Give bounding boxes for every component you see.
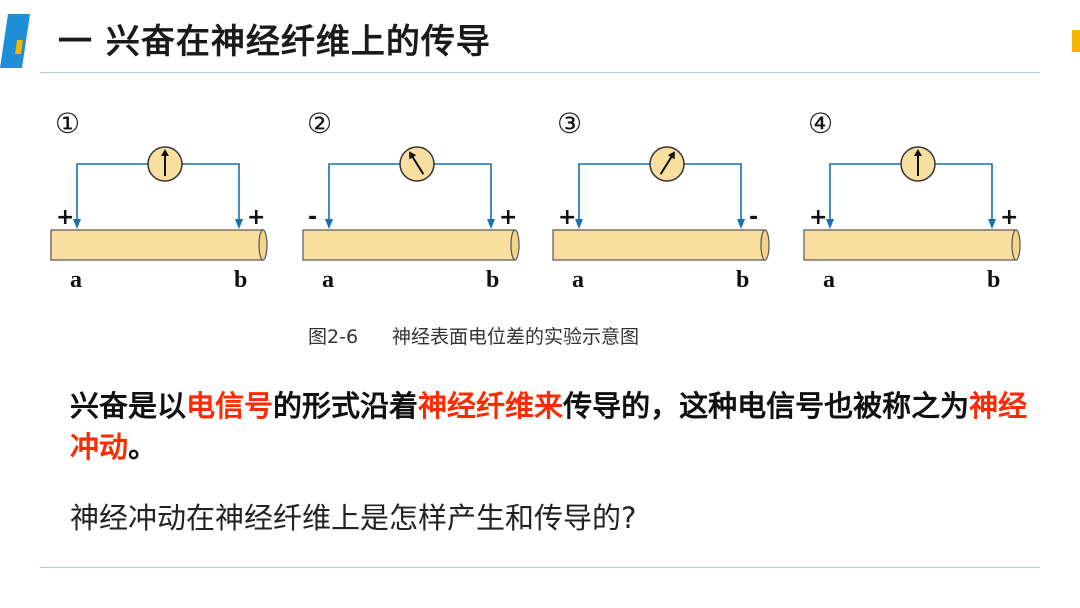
electrode-arrow-left [325, 219, 333, 229]
electrode-arrow-right [737, 219, 745, 229]
potential-sign-left: + [56, 205, 74, 230]
wire-left [578, 163, 653, 223]
galvanometer-needle [409, 151, 425, 175]
wire-right [932, 163, 993, 223]
electrode-arrow-right [988, 219, 996, 229]
nerve-fiber [552, 229, 766, 261]
nerve-fiber [302, 229, 516, 261]
slide-title: 一 兴奋在神经纤维上的传导 [58, 22, 491, 62]
figure-caption-text: 神经表面电位差的实验示意图 [392, 326, 640, 348]
highlight-nerve-fiber: 神经纤维来 [418, 389, 564, 423]
panel-number: ③ [557, 107, 582, 140]
nerve-fiber-end [1011, 229, 1021, 261]
wire-right [681, 163, 742, 223]
text-segment: 兴奋是以 [70, 389, 187, 423]
wire-right [431, 163, 492, 223]
electrode-arrow-left [575, 219, 583, 229]
galvanometer-needle [659, 151, 675, 175]
point-label-b: b [486, 267, 499, 293]
nerve-fiber-end [258, 229, 268, 261]
potential-sign-right: + [499, 205, 517, 230]
wire-left [76, 163, 151, 223]
point-label-a: a [572, 267, 584, 293]
point-label-b: b [234, 267, 247, 293]
panel-number: ① [55, 107, 80, 140]
panel-number: ② [307, 107, 332, 140]
wire-right [179, 163, 240, 223]
text-segment: 传导的，这种电信号也被称之为 [563, 389, 970, 423]
nerve-fiber-end [760, 229, 770, 261]
text-segment: 的形式沿着 [273, 389, 419, 423]
wire-left [829, 163, 904, 223]
nerve-fiber [50, 229, 264, 261]
point-label-a: a [322, 267, 334, 293]
potential-sign-right: + [1000, 205, 1018, 230]
electrode-arrow-right [487, 219, 495, 229]
text-segment: 。 [128, 430, 158, 464]
electrode-arrow-left [826, 219, 834, 229]
experiment-panel-1: ① + + a b [50, 95, 290, 300]
nerve-fiber-end [510, 229, 520, 261]
galvanometer-needle [914, 149, 922, 176]
point-label-b: b [736, 267, 749, 293]
explanation-paragraph: 兴奋是以电信号的形式沿着神经纤维来传导的，这种电信号也被称之为神经冲动。 [70, 386, 1030, 468]
question-text: 神经冲动在神经纤维上是怎样产生和传导的? [70, 501, 637, 535]
galvanometer-needle [161, 149, 169, 176]
point-label-a: a [70, 267, 82, 293]
figure-id: 图2-6 [308, 326, 359, 348]
experiment-panel-3: ③ + - a b [552, 95, 792, 300]
potential-sign-right: + [247, 205, 265, 230]
panel-number: ④ [808, 107, 833, 140]
electrode-arrow-right [235, 219, 243, 229]
title-accent-bar [0, 14, 30, 68]
point-label-b: b [987, 267, 1000, 293]
nerve-fiber [803, 229, 1017, 261]
potential-sign-left: + [558, 205, 576, 230]
potential-sign-left: + [809, 205, 827, 230]
experiment-panel-4: ④ + + a b [803, 95, 1043, 300]
potential-sign-left: - [308, 205, 317, 230]
potential-sign-right: - [749, 205, 758, 230]
title-divider [40, 72, 1040, 73]
right-accent-tab [1072, 30, 1080, 52]
electrode-arrow-left [73, 219, 81, 229]
point-label-a: a [823, 267, 835, 293]
figure-caption: 图2-6 神经表面电位差的实验示意图 [308, 322, 639, 349]
experiment-panel-2: ② - + a b [302, 95, 542, 300]
wire-left [328, 163, 403, 223]
highlight-electric-signal: 电信号 [186, 389, 274, 423]
nerve-potential-figure: ① + + a b ② - + a b ③ + - a b ④ + + a b [0, 95, 1080, 305]
highlight-nerve-impulse: 神经冲动 [70, 389, 1028, 464]
footer-divider [40, 567, 1040, 568]
